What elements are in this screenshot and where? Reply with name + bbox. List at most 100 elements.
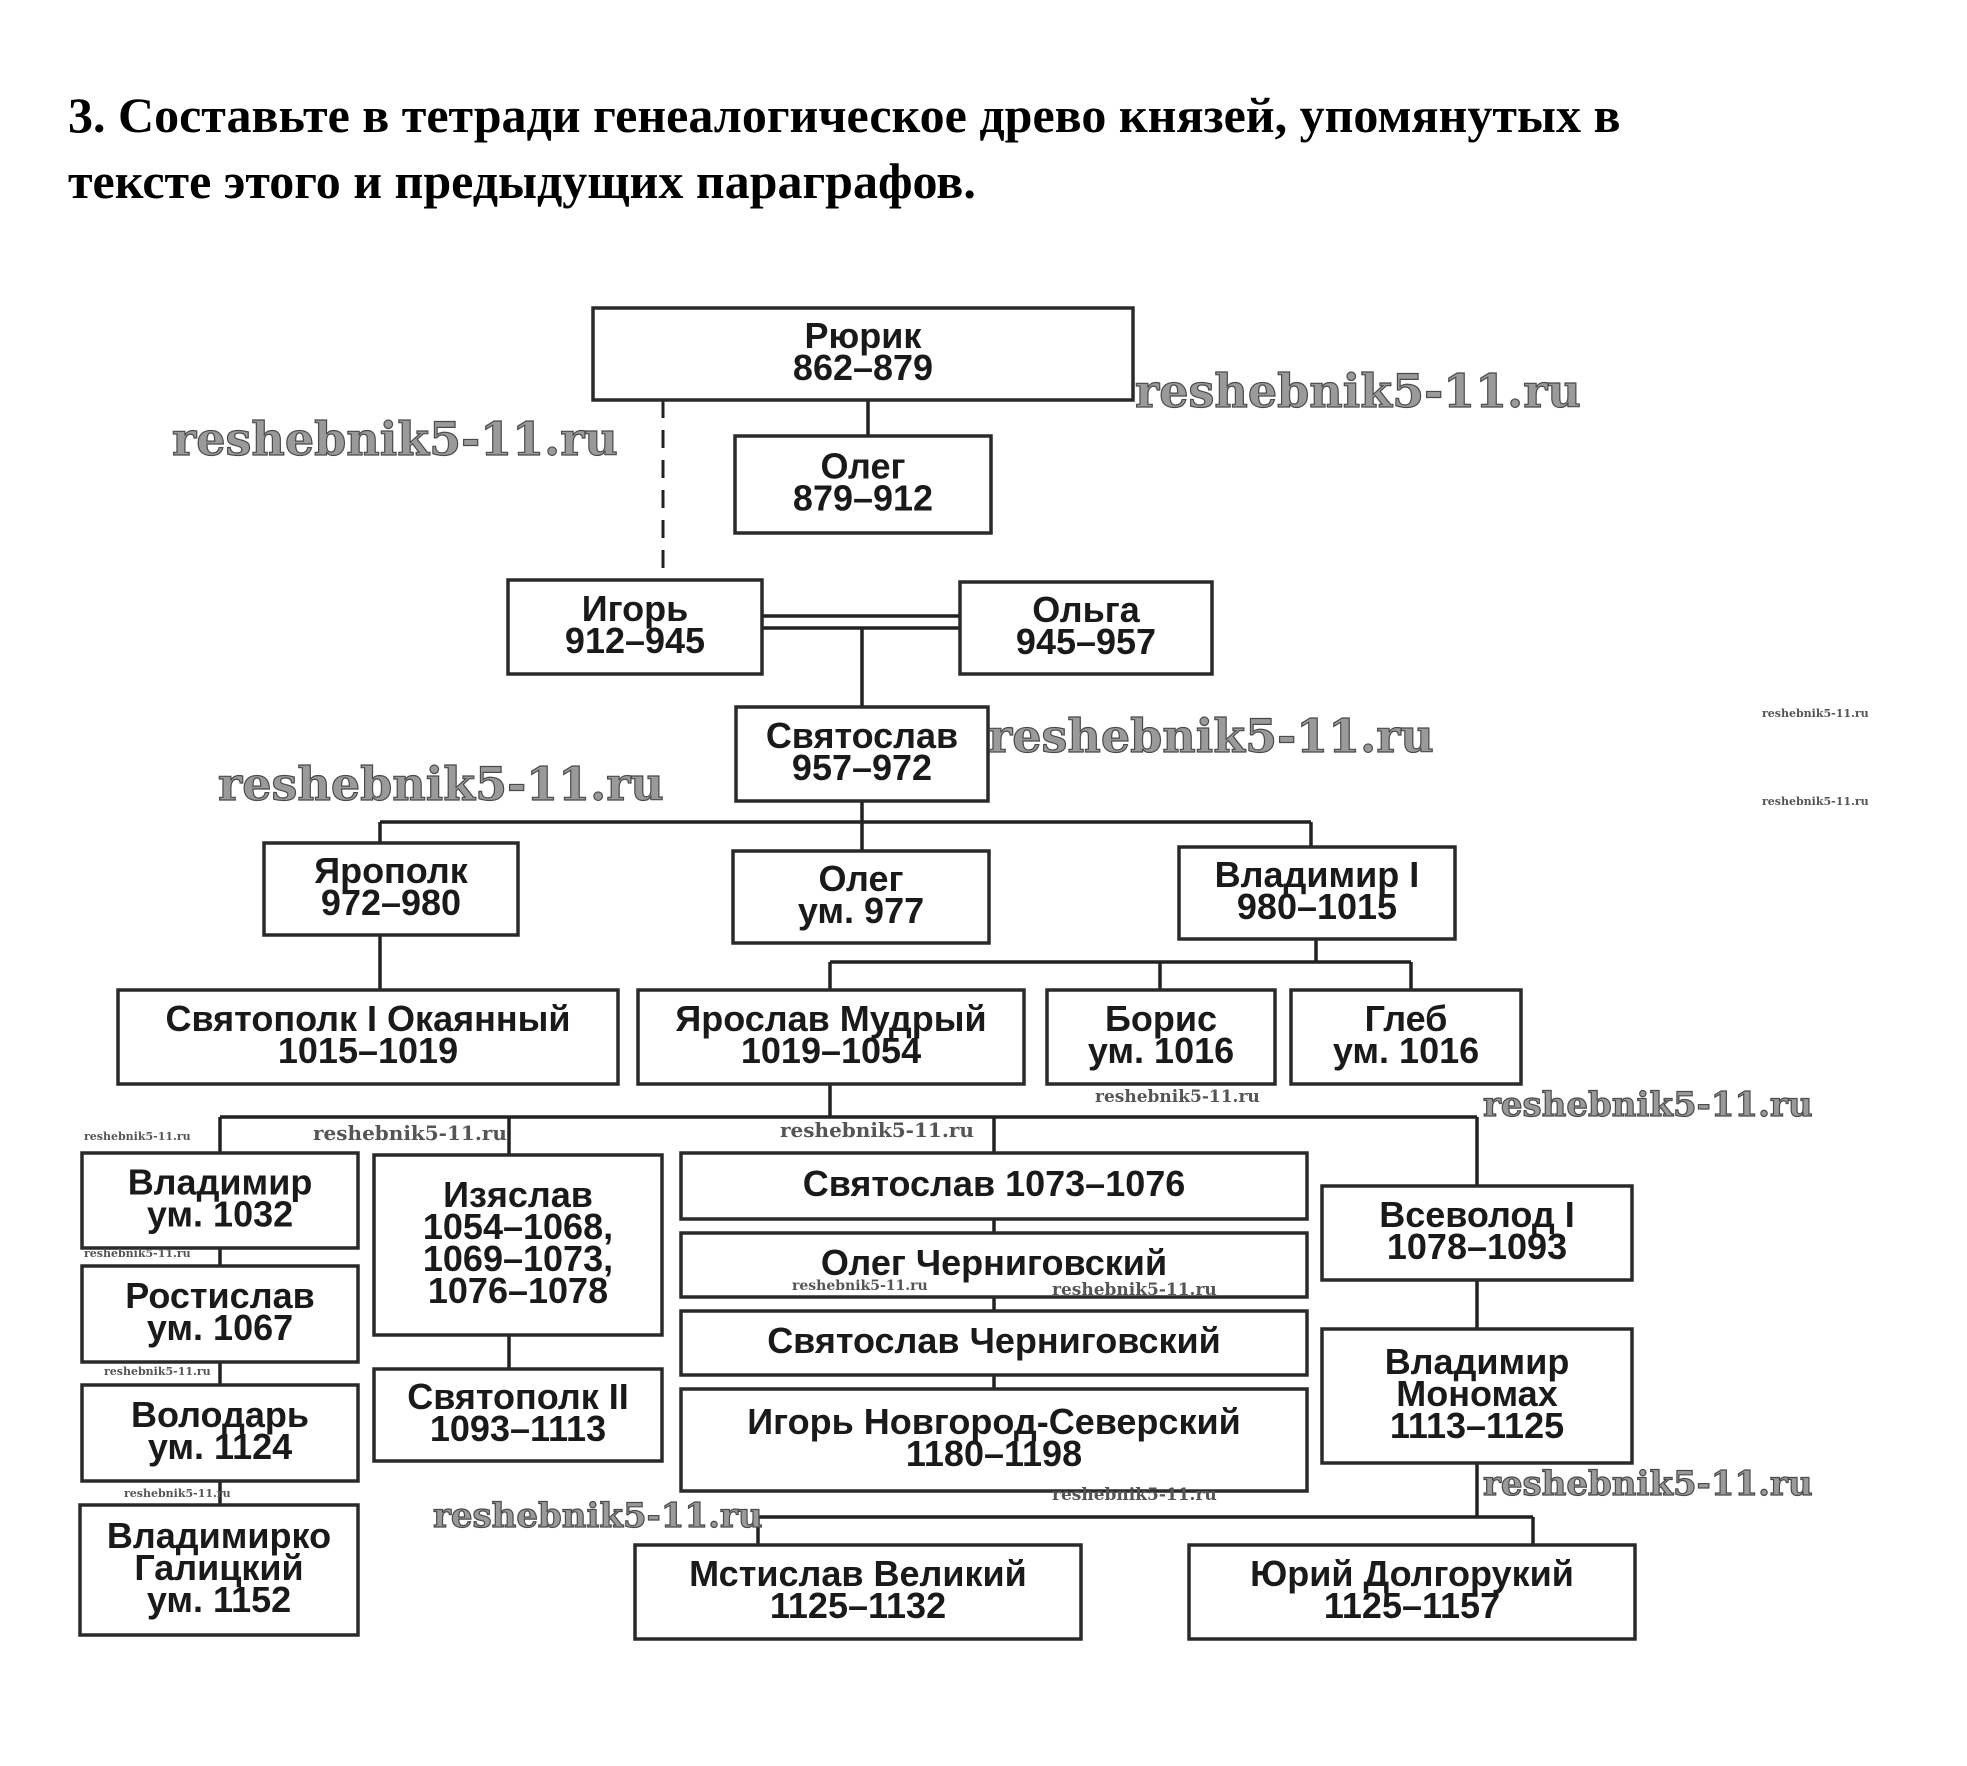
person-name: Рюрик (805, 315, 923, 356)
person-name: Ростислав (125, 1275, 314, 1316)
person-name: Святополк II (407, 1376, 629, 1417)
person-box (1289, 988, 1523, 1086)
person-name: Игорь Новгород-Северский (747, 1401, 1240, 1442)
person-name: Олег (819, 858, 904, 899)
person-dates: ум. 1016 (1088, 1030, 1234, 1071)
person-dates: 1125–1132 (770, 1585, 946, 1626)
person-dates: 972–980 (321, 882, 461, 923)
person-name: Олег Черниговский (821, 1242, 1167, 1283)
person-box (633, 1543, 1083, 1641)
person-dates: 945–957 (1016, 621, 1156, 662)
watermark-text: reshebnik5-11.ru (988, 709, 1434, 763)
person-box (262, 841, 520, 937)
person-name: Володарь (131, 1394, 309, 1435)
person-name: Святослав Черниговский (767, 1320, 1221, 1361)
person-box (78, 1503, 360, 1637)
person-name: Ярослав Мудрый (675, 998, 986, 1039)
watermark-text: reshebnik5-11.ru (1483, 1085, 1813, 1125)
person-dates: ум. 1124 (148, 1426, 292, 1467)
person-box (372, 1367, 664, 1463)
person-name: Святополк I Окаянный (166, 998, 571, 1039)
watermark-text: reshebnik5-11.ru (433, 1496, 763, 1536)
person-box (679, 1151, 1309, 1221)
watermark-text: reshebnik5-11.ru (84, 1247, 191, 1260)
person-dates: ум. 1032 (147, 1194, 293, 1235)
person-name: Ярополк (314, 850, 469, 891)
person-name: Юрий Долгорукий (1250, 1553, 1574, 1594)
person-name: Святослав 1073–1076 (803, 1163, 1186, 1204)
watermark-text: reshebnik5-11.ru (1095, 1087, 1260, 1107)
person-name: Изяслав (443, 1174, 593, 1215)
person-box (733, 434, 993, 535)
person-box (80, 1383, 360, 1483)
person-node-svyatoslav-1073: Святослав 1073–1076 (679, 1151, 1309, 1221)
watermark-text: reshebnik5-11.ru (792, 1278, 928, 1294)
watermark-text: reshebnik5-11.ru (218, 757, 664, 811)
person-dates: ум. 1067 (147, 1307, 293, 1348)
person-box (1320, 1327, 1634, 1465)
person-box (734, 705, 990, 803)
person-box (506, 578, 764, 676)
person-box (116, 988, 620, 1086)
person-dates: 1113–1125 (1390, 1405, 1564, 1446)
task-heading: 3. Составьте в тетради генеалогическое д… (68, 82, 1948, 214)
person-box (591, 306, 1135, 402)
person-dates: 1019–1054 (741, 1030, 921, 1071)
person-box (1177, 845, 1457, 941)
person-name: Владимирко (107, 1515, 331, 1556)
person-dates: 1180–1198 (906, 1433, 1082, 1474)
person-dates: 879–912 (793, 478, 933, 519)
person-name: Владимир (128, 1162, 313, 1203)
person-dates: 1015–1019 (278, 1030, 458, 1071)
watermark-text: reshebnik5-11.ru (1052, 1280, 1217, 1300)
person-dates: 1125–1157 (1324, 1585, 1500, 1626)
person-dates: 912–945 (565, 620, 705, 661)
watermark-text: reshebnik5-11.ru (1762, 707, 1869, 720)
person-name: Глеб (1365, 998, 1448, 1039)
watermark-text: reshebnik5-11.ru (124, 1487, 231, 1500)
person-name: Олег (821, 446, 906, 487)
person-box (679, 1387, 1309, 1493)
person-box (958, 580, 1214, 676)
person-name: Мстислав Великий (689, 1553, 1027, 1594)
person-box (1045, 988, 1277, 1086)
person-name: Всеволод I (1379, 1194, 1575, 1235)
person-dates: 862–879 (793, 347, 933, 388)
person-dates: 1076–1078 (428, 1270, 608, 1311)
person-name: Владимир I (1215, 854, 1420, 895)
person-dates: ум. 977 (798, 890, 924, 931)
person-box (636, 988, 1026, 1086)
person-dates: ум. 1016 (1333, 1030, 1479, 1071)
person-name: Ольга (1032, 589, 1141, 630)
tree-nodes: Рюрик862–879Олег879–912Игорь912–945Ольга… (78, 306, 1637, 1641)
person-dates: 1078–1093 (1387, 1226, 1567, 1267)
person-dates: 1069–1073, (423, 1238, 613, 1279)
person-box (679, 1231, 1309, 1299)
person-box (1187, 1543, 1637, 1641)
watermark-text: reshebnik5-11.ru (104, 1365, 211, 1378)
person-name: Святослав (766, 715, 958, 756)
watermark-text: reshebnik5-11.ru (172, 412, 618, 466)
person-node-svyatoslav-chernigov: Святослав Черниговский (679, 1309, 1309, 1377)
watermark-text: reshebnik5-11.ru (84, 1130, 191, 1143)
watermark-text: reshebnik5-11.ru (1483, 1464, 1813, 1504)
person-dates: Галицкий (134, 1547, 303, 1588)
person-box (80, 1264, 360, 1364)
